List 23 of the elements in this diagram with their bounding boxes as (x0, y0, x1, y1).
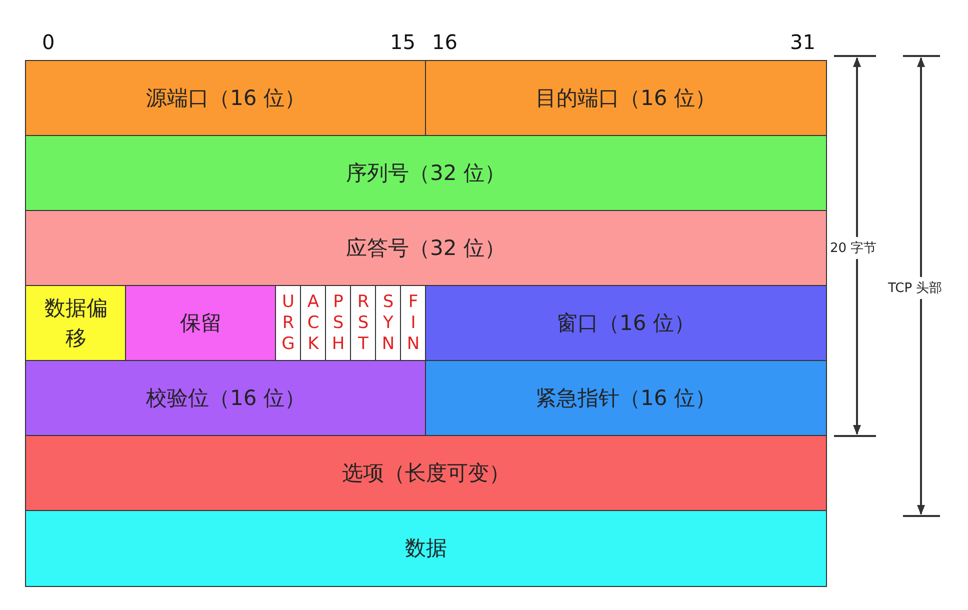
field-cell: 数据 (25, 510, 826, 586)
dimension-label: 20 字节 (830, 237, 877, 259)
field-cell: 保留 (125, 285, 276, 362)
bit-number: 16 (432, 30, 458, 54)
field-cell: 选项（长度可变） (25, 435, 826, 512)
field-cell: 源端口（16 位） (25, 60, 426, 136)
flag-cell: SYN (375, 285, 402, 362)
bit-number: 31 (790, 30, 816, 54)
field-cell: 目的端口（16 位） (425, 60, 826, 136)
flag-cell: ACK (300, 285, 326, 362)
field-cell: 校验位（16 位） (25, 360, 426, 436)
field-cell: 应答号（32 位） (25, 210, 826, 286)
dimension-label: TCP 头部 (888, 277, 942, 299)
bit-number: 15 (390, 30, 416, 54)
flag-cell: FIN (400, 285, 426, 362)
field-cell: 数据偏移 (25, 285, 126, 362)
flag-cell: PSH (325, 285, 352, 362)
flag-cell: RST (350, 285, 376, 362)
field-cell: 窗口（16 位） (425, 285, 826, 362)
field-cell: 序列号（32 位） (25, 135, 826, 212)
bit-number: 0 (42, 30, 55, 54)
field-cell: 紧急指针（16 位） (425, 360, 826, 436)
flag-cell: URG (275, 285, 302, 362)
